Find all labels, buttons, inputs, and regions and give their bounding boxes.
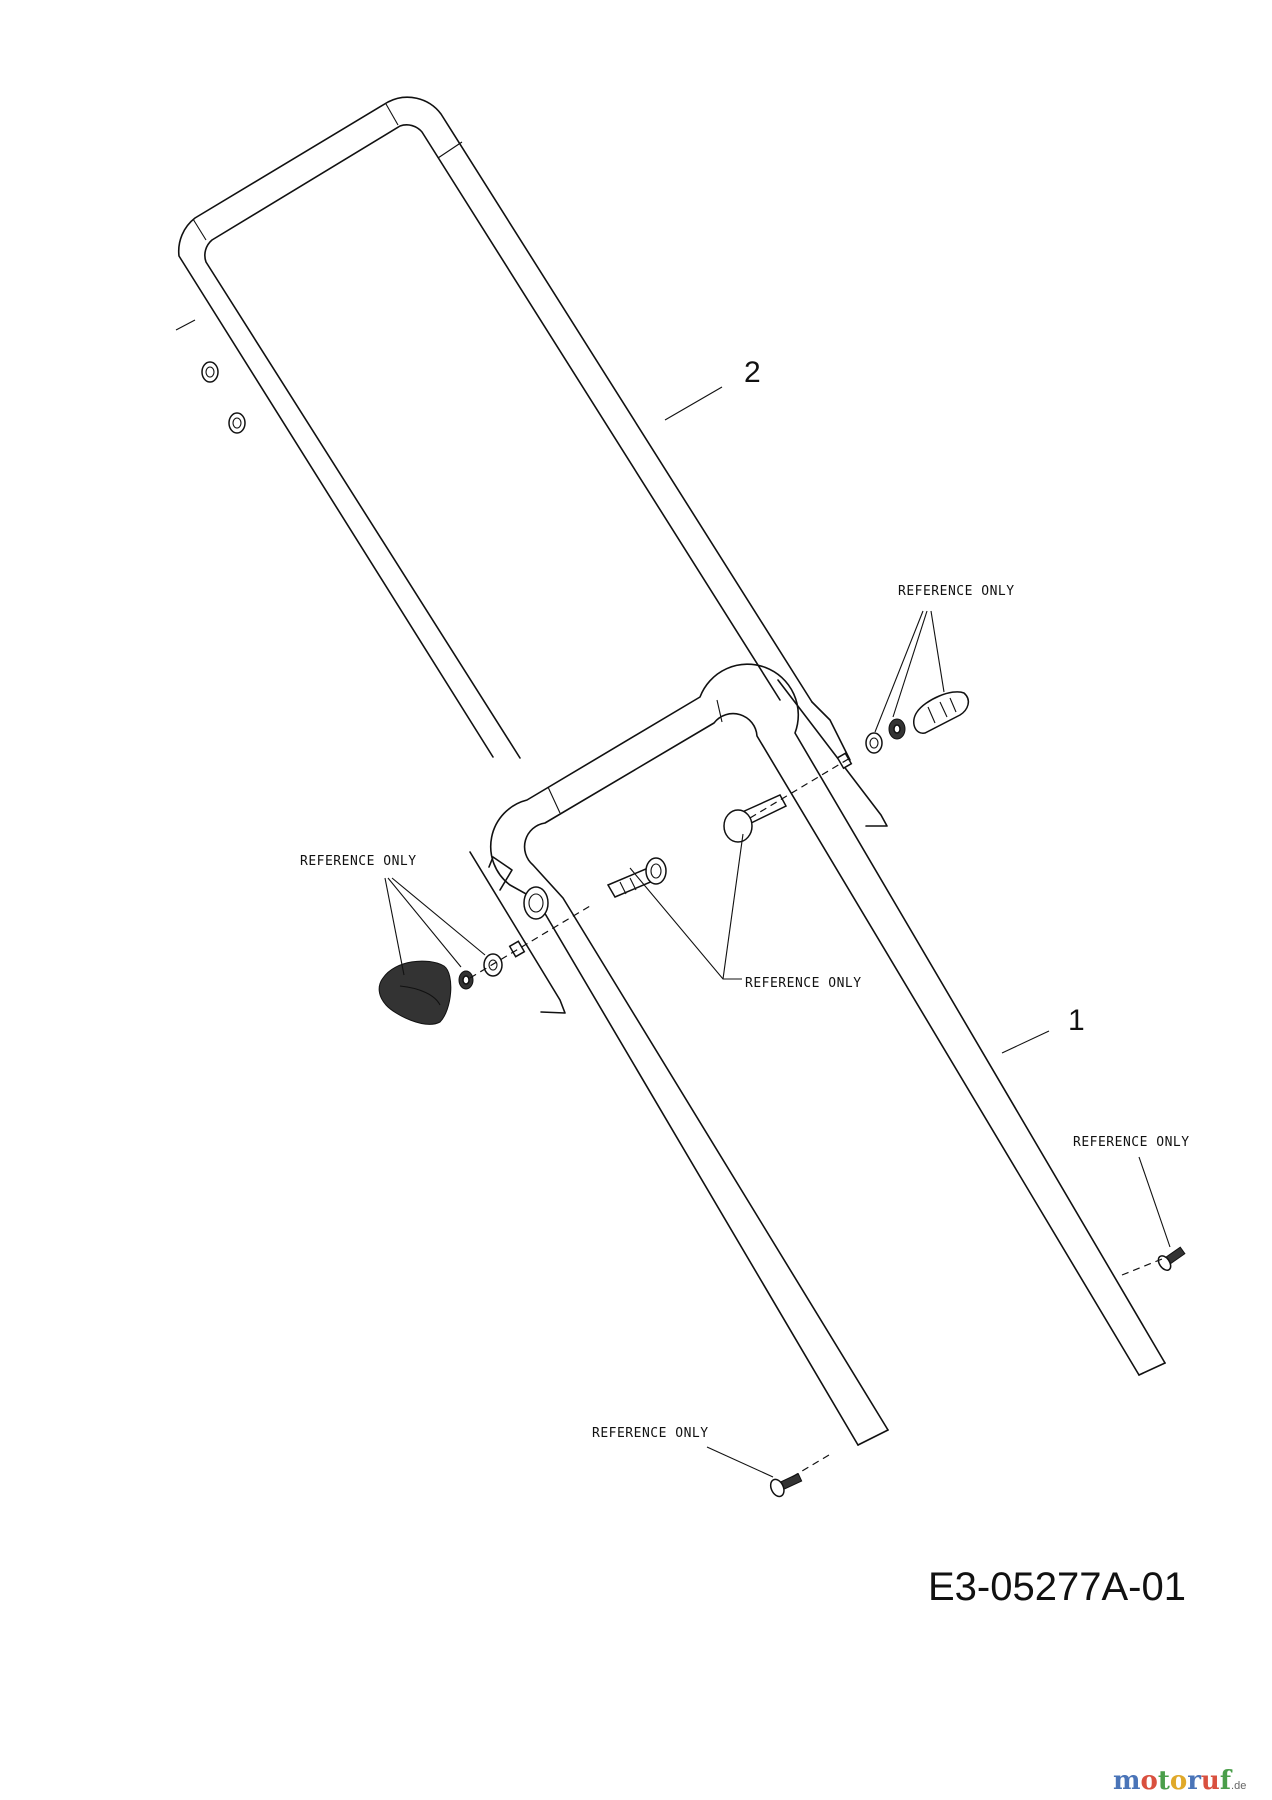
- rivet: [201, 361, 219, 383]
- reference-label-bottom: REFERENCE ONLY: [592, 1426, 709, 1441]
- reference-label-right: REFERENCE ONLY: [1073, 1135, 1190, 1150]
- upper-handle: [175, 96, 888, 1014]
- watermark-letter: t: [1157, 1766, 1170, 1796]
- watermark-suffix: .de: [1231, 1780, 1247, 1792]
- watermark-logo: motoruf.de: [1113, 1766, 1246, 1796]
- knob: [378, 960, 452, 1025]
- drawing-number: E3-05277A-01: [928, 1565, 1186, 1609]
- watermark-letter: u: [1200, 1766, 1220, 1796]
- watermark-letter: f: [1219, 1766, 1232, 1796]
- callout-1: 1: [1068, 1004, 1085, 1037]
- washer: [483, 953, 503, 977]
- lower-handle: [489, 663, 1166, 1446]
- screw: [1157, 1246, 1186, 1271]
- reference-label-left: REFERENCE ONLY: [300, 854, 417, 869]
- knob: [913, 691, 970, 734]
- carriage-bolt-head: [723, 809, 753, 843]
- screw: [769, 1473, 803, 1498]
- washer: [865, 732, 883, 754]
- carriage-bolt-head: [645, 857, 667, 885]
- reference-label-upper-right: REFERENCE ONLY: [898, 584, 1015, 599]
- callout-2: 2: [744, 356, 761, 389]
- watermark-letter: o: [1169, 1766, 1188, 1796]
- watermark-letter: m: [1113, 1766, 1141, 1796]
- watermark-letter: o: [1140, 1766, 1158, 1796]
- labels: 2 1 REFERENCE ONLY REFERENCE ONLY REFERE…: [300, 356, 1190, 1441]
- watermark-letter: r: [1187, 1766, 1201, 1796]
- fasteners: [378, 691, 1186, 1498]
- reference-label-center: REFERENCE ONLY: [745, 976, 862, 991]
- rivet: [228, 412, 246, 434]
- leader-lines: [384, 386, 1171, 1478]
